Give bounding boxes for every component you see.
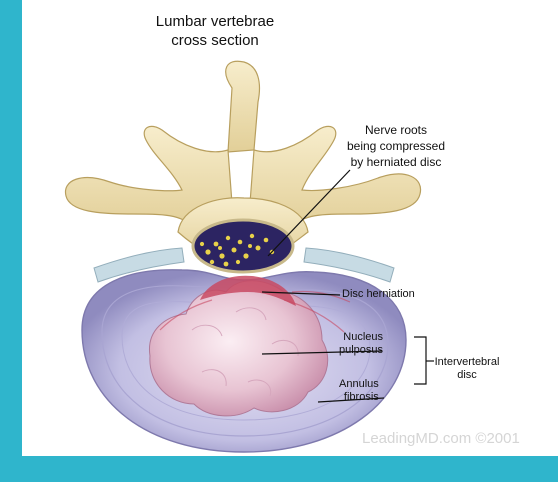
nucleus-line-1: Nucleus <box>339 331 383 344</box>
label-disc-herniation: Disc herniation <box>342 288 415 301</box>
label-intervertebral-disc: Intervertebral disc <box>427 356 507 382</box>
label-nerve-roots: Nerve roots being compressed by herniate… <box>324 122 468 170</box>
ivd-line-1: Intervertebral <box>427 356 507 369</box>
label-annulus-fibrosis: Annulus fibrosis <box>339 378 379 404</box>
nerve-roots-line-3: by herniated disc <box>324 154 468 170</box>
ivd-line-2: disc <box>427 369 507 382</box>
nerve-roots-line-1: Nerve roots <box>324 122 468 138</box>
watermark: LeadingMD.com ©2001 <box>362 432 520 445</box>
nucleus-line-2: pulposus <box>339 344 383 357</box>
intervertebral-bracket <box>414 337 426 384</box>
annulus-line-1: Annulus <box>339 378 379 391</box>
vertebra-cross-section-illustration <box>22 0 558 456</box>
label-nucleus-pulposus: Nucleus pulposus <box>339 331 383 357</box>
nerve-roots-line-2: being compressed <box>324 138 468 154</box>
title-line-1: Lumbar vertebrae <box>140 12 290 31</box>
annulus-line-2: fibrosis <box>339 391 379 404</box>
diagram-title: Lumbar vertebrae cross section <box>140 12 290 50</box>
illustration-panel: Lumbar vertebrae cross section Nerve roo… <box>22 0 558 456</box>
title-line-2: cross section <box>140 31 290 50</box>
